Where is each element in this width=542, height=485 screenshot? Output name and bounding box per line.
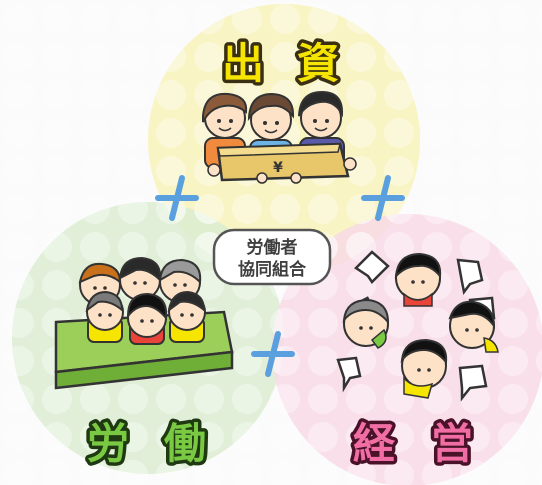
label-investment-char1: 出: [222, 39, 264, 88]
label-labor-char2: 働: [164, 419, 206, 468]
label-management-char2: 営: [431, 419, 473, 468]
label-labor: 労 働: [83, 416, 209, 472]
label-investment-char2: 資: [297, 39, 339, 88]
label-investment: 出 資: [218, 36, 342, 92]
plus-icon-right: [361, 175, 405, 221]
label-management-char1: 経: [353, 419, 396, 468]
yen-symbol: ¥: [273, 160, 283, 176]
workers-illustration: [54, 256, 234, 390]
center-label-line1: 労働者: [247, 237, 298, 258]
plus-signs: [155, 175, 405, 377]
plus-icon-left: [155, 175, 199, 221]
management-illustration: [336, 250, 499, 402]
investors-illustration: ¥: [202, 90, 357, 184]
plus-icon-bottom: [251, 331, 295, 377]
center-label: 労働者 協同組合: [212, 228, 332, 286]
label-labor-char1: 労: [87, 419, 129, 468]
center-label-line2: 協同組合: [238, 259, 307, 280]
label-management: 経 営: [349, 416, 476, 472]
